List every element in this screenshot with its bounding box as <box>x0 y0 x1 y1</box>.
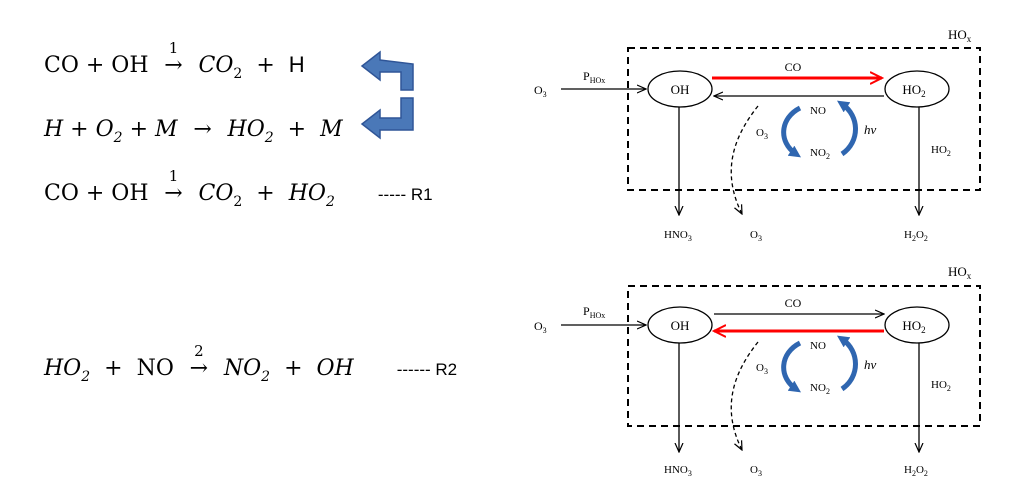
eq4-a: HO <box>44 356 82 381</box>
o3-out-label: O3 <box>750 464 762 478</box>
h2o2-label: H2O2 <box>904 229 928 243</box>
eq1-arrow: →1 <box>162 39 186 79</box>
eq2-product-a-sub: 2 <box>264 130 274 146</box>
eq4-product-a: NO <box>223 356 262 381</box>
hno3-label: HNO3 <box>664 229 692 243</box>
ho2-side-label: HO2 <box>931 144 951 158</box>
hv-label: hv <box>864 357 877 372</box>
hox-label: HOx <box>948 264 972 281</box>
co-label: CO <box>785 60 802 74</box>
ho2-label: HO2 <box>902 318 925 335</box>
oh-node <box>647 70 713 108</box>
phox-label: PHOx <box>583 69 605 85</box>
ho2-label: HO2 <box>902 82 925 99</box>
hox-box <box>627 47 981 191</box>
o3-cycle-label: O3 <box>756 362 768 376</box>
eq2-c: M <box>155 117 178 142</box>
eq2-arrow: → <box>193 117 212 142</box>
eq2-product-a: HO <box>227 117 265 142</box>
eq3-reactants: CO + OH <box>44 181 149 206</box>
eq1-product-a-sub: 2 <box>233 66 243 82</box>
oh-label: OH <box>671 82 690 97</box>
eq2-b-sub: 2 <box>113 130 123 146</box>
eq1-plus: + <box>256 53 275 78</box>
equation-1: CO + OH →1 CO2 + H <box>44 39 305 87</box>
o3-dashed-arrow <box>730 341 759 450</box>
no2-label: NO2 <box>810 382 830 396</box>
eq3-product-b-sub: 2 <box>325 194 335 210</box>
h2o2-label: H2O2 <box>904 464 928 478</box>
ho2-node <box>884 306 950 344</box>
eq4-b: NO <box>136 356 174 381</box>
no2-label: NO2 <box>810 147 830 161</box>
eq4-tag: ------ R2 <box>396 360 458 379</box>
no-label: NO <box>810 340 826 352</box>
eq4-arrow: →2 <box>187 342 211 382</box>
oh-label: OH <box>671 318 690 333</box>
eq3-product-a-sub: 2 <box>233 194 243 210</box>
co-label: CO <box>785 296 802 310</box>
o3-out-label: O3 <box>750 229 762 243</box>
blue-arrow-upper <box>360 50 414 91</box>
eq2-product-b: M <box>320 117 343 142</box>
eq2-b: O <box>95 117 114 142</box>
equation-3: CO + OH →1 CO2 + HO2 ----- R1 <box>44 167 433 215</box>
cycle-left-arrow <box>781 340 802 393</box>
eq1-rate-number: 1 <box>168 39 179 57</box>
no-label: NO <box>810 105 826 117</box>
hno3-label: HNO3 <box>664 464 692 478</box>
hox-label: HOx <box>948 27 972 44</box>
ho2-side-label: HO2 <box>931 379 951 393</box>
eq3-rate-number: 1 <box>168 167 179 185</box>
o3-input-label: O3 <box>534 319 547 335</box>
equation-2: H + O2 + M → HO2 + M <box>44 117 343 146</box>
o3-input-label: O3 <box>534 83 547 99</box>
eq3-product-b: HO <box>288 181 326 206</box>
eq1-product-b: H <box>288 52 305 77</box>
eq3-tag: ----- R1 <box>377 185 433 204</box>
eq1-product-a: CO <box>198 53 234 78</box>
o3-cycle-label: O3 <box>756 127 768 141</box>
cycle-right-arrow <box>837 335 858 392</box>
o3-dashed-arrow <box>730 105 759 214</box>
eq2-a: H <box>44 117 64 142</box>
eq4-a-sub: 2 <box>81 369 91 385</box>
eq4-rate-number: 2 <box>194 342 204 360</box>
cycle-right-arrow <box>837 100 858 157</box>
blue-arrow-lower <box>360 97 414 140</box>
hox-box <box>627 285 981 427</box>
eq4-product-a-sub: 2 <box>261 369 271 385</box>
eq4-product-b: OH <box>316 356 354 381</box>
eq3-product-a: CO <box>198 181 234 206</box>
eq3-arrow: →1 <box>162 167 186 207</box>
eq1-reactants: CO + OH <box>44 53 149 78</box>
equation-4: HO2 + NO →2 NO2 + OH ------ R2 <box>44 342 458 390</box>
ho2-node <box>884 70 950 108</box>
hv-label: hv <box>864 122 877 137</box>
phox-label: PHOx <box>583 304 605 320</box>
cycle-left-arrow <box>781 105 802 158</box>
